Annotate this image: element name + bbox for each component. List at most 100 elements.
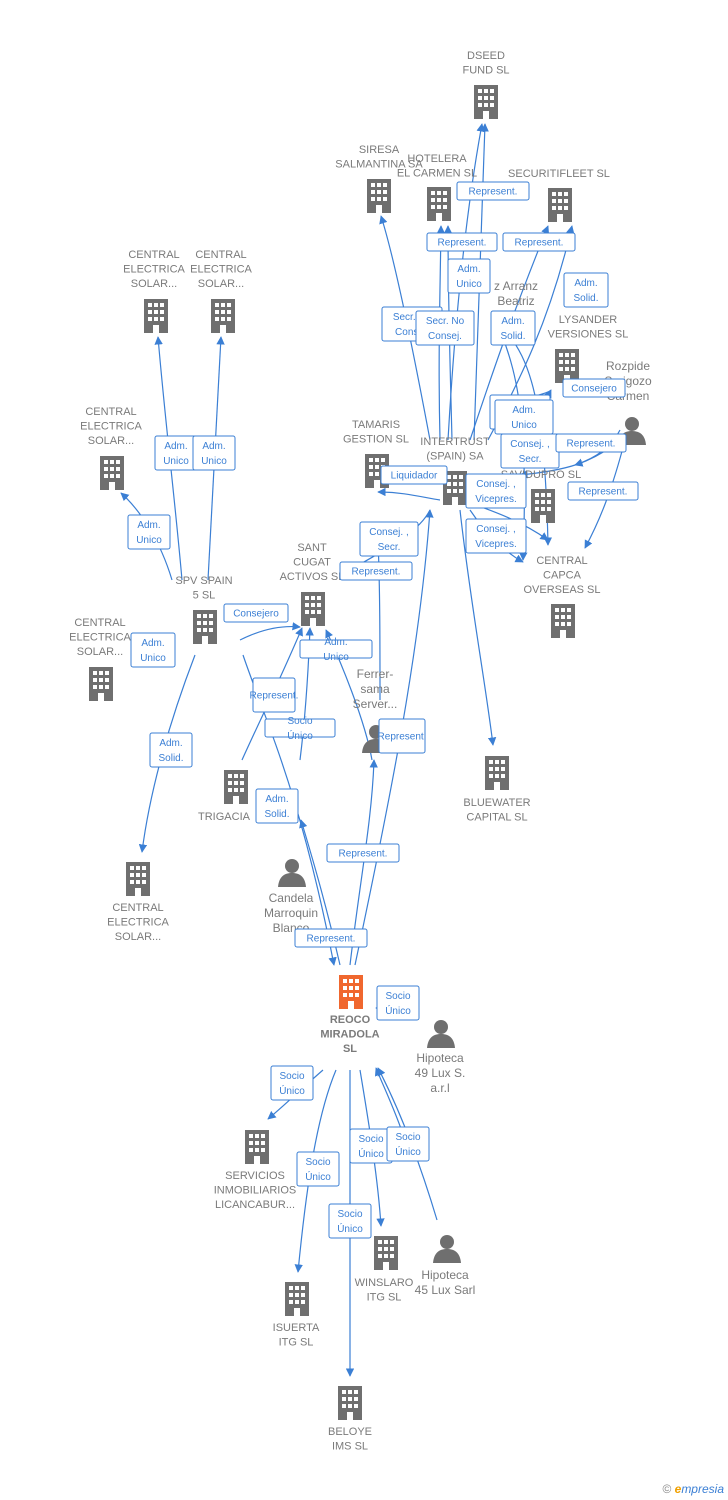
relation-label-r24[interactable]: Adm.Unico — [299, 637, 373, 663]
relation-label-r4[interactable]: Adm.Unico — [447, 258, 491, 294]
relation-label-r30[interactable]: Adm.Solid. — [255, 788, 299, 824]
relation-label-r18[interactable]: Adm.Unico — [192, 435, 236, 471]
relation-text: Socio — [305, 1157, 330, 1168]
relation-box — [326, 843, 400, 863]
relation-label-r11[interactable]: Consej. ,Secr. — [500, 433, 560, 469]
relation-text: Vicepres. — [475, 539, 517, 550]
node-label-intertrust: INTERTRUST — [420, 436, 490, 448]
relation-label-r9[interactable]: Consejero — [562, 378, 626, 398]
relation-label-r23[interactable]: Adm.Unico — [130, 632, 176, 668]
relation-text: Unico — [201, 456, 227, 467]
node-label-ce4: ELECTRICA — [69, 632, 131, 644]
relation-text: Socio — [358, 1134, 383, 1145]
building-icon — [245, 1130, 269, 1164]
node-ce2[interactable]: CENTRALELECTRICASOLAR... — [190, 249, 253, 333]
relation-text: Socio — [287, 716, 312, 727]
relation-label-r25[interactable]: Represent. — [250, 677, 299, 713]
relation-text: Único — [337, 1222, 363, 1235]
focus-building-icon — [339, 975, 363, 1009]
relation-text: Secr. No — [393, 312, 432, 323]
relation-label-r28[interactable]: Adm.Solid. — [149, 732, 193, 768]
node-label-ce2: CENTRAL — [195, 249, 246, 261]
relation-label-r32[interactable]: Represent. — [294, 928, 368, 948]
relation-label-r15[interactable]: Consej. ,Vicepres. — [465, 473, 527, 509]
relation-label-r17[interactable]: Adm.Unico — [154, 435, 198, 471]
node-intertrust[interactable]: INTERTRUST(SPAIN) SA — [420, 436, 490, 505]
relation-box — [502, 232, 576, 252]
node-label-ferrer: Server... — [353, 697, 398, 711]
relation-label-r21[interactable]: Represent. — [339, 561, 413, 581]
node-trigacia[interactable]: TRIGACIA — [198, 770, 251, 823]
empresia-footer[interactable]: © empresia — [662, 1482, 724, 1496]
relation-label-r31[interactable]: Represent. — [326, 843, 400, 863]
relation-label-r1[interactable]: Represent. — [456, 181, 530, 201]
node-label-tamaris: TAMARIS — [352, 419, 400, 431]
relation-box — [296, 1151, 340, 1187]
relation-label-r14[interactable]: Liquidador — [380, 465, 448, 485]
node-ce4[interactable]: CENTRALELECTRICASOLAR... — [69, 617, 132, 701]
node-ce5[interactable]: CENTRALELECTRICASOLAR... — [107, 862, 170, 943]
relation-label-r5[interactable]: Adm.Solid. — [563, 272, 609, 308]
node-label-ferrer: sama — [360, 682, 390, 696]
relation-label-r13[interactable]: Represent. — [567, 481, 639, 501]
node-label-winslaro: ITG SL — [367, 1292, 402, 1304]
node-ce3[interactable]: CENTRALELECTRICASOLAR... — [80, 406, 143, 490]
relation-label-r16[interactable]: Consej. , Vicepres. — [465, 518, 527, 554]
relation-label-r3[interactable]: Represent. — [502, 232, 576, 252]
building-icon — [474, 85, 498, 119]
relation-label-r19[interactable]: Adm.Unico — [127, 514, 171, 550]
relation-text: Adm. — [501, 316, 524, 327]
relation-label-r12[interactable]: Represent. — [555, 433, 627, 453]
node-label-beloye: BELOYE — [328, 1426, 372, 1438]
relation-box — [490, 310, 536, 346]
relation-box — [223, 603, 289, 623]
relation-label-r29[interactable]: Adm.Unico — [494, 399, 554, 435]
relation-edge — [584, 439, 626, 549]
relation-box — [465, 518, 527, 554]
node-label-ce3: SOLAR... — [88, 435, 134, 447]
relation-text: Consej. , — [476, 524, 515, 535]
relation-label-r22[interactable]: Consejero — [223, 603, 289, 623]
relation-text: Solid. — [573, 293, 598, 304]
node-label-ce2: SOLAR... — [198, 278, 244, 290]
relation-label-r2[interactable]: Represent. — [426, 232, 498, 252]
relation-label-r8[interactable]: Adm.Solid. — [490, 310, 536, 346]
node-servicios[interactable]: SERVICIOSINMOBILIARIOSLICANCABUR... — [214, 1130, 297, 1211]
node-ce1[interactable]: CENTRALELECTRICASOLAR... — [123, 249, 186, 333]
node-ferrer[interactable]: Ferrer-samaServer... — [353, 667, 398, 753]
relation-text: Consej. — [428, 331, 462, 342]
node-securitifleet[interactable]: SECURITIFLEET SL — [508, 168, 610, 222]
relation-label-r20[interactable]: Consej. ,Secr. — [359, 521, 419, 557]
node-label-hotelera: HOTELERA — [407, 153, 467, 165]
relation-box — [294, 928, 368, 948]
node-label-ce3: ELECTRICA — [80, 421, 142, 433]
relation-label-r27[interactable]: Represent. — [378, 718, 427, 754]
